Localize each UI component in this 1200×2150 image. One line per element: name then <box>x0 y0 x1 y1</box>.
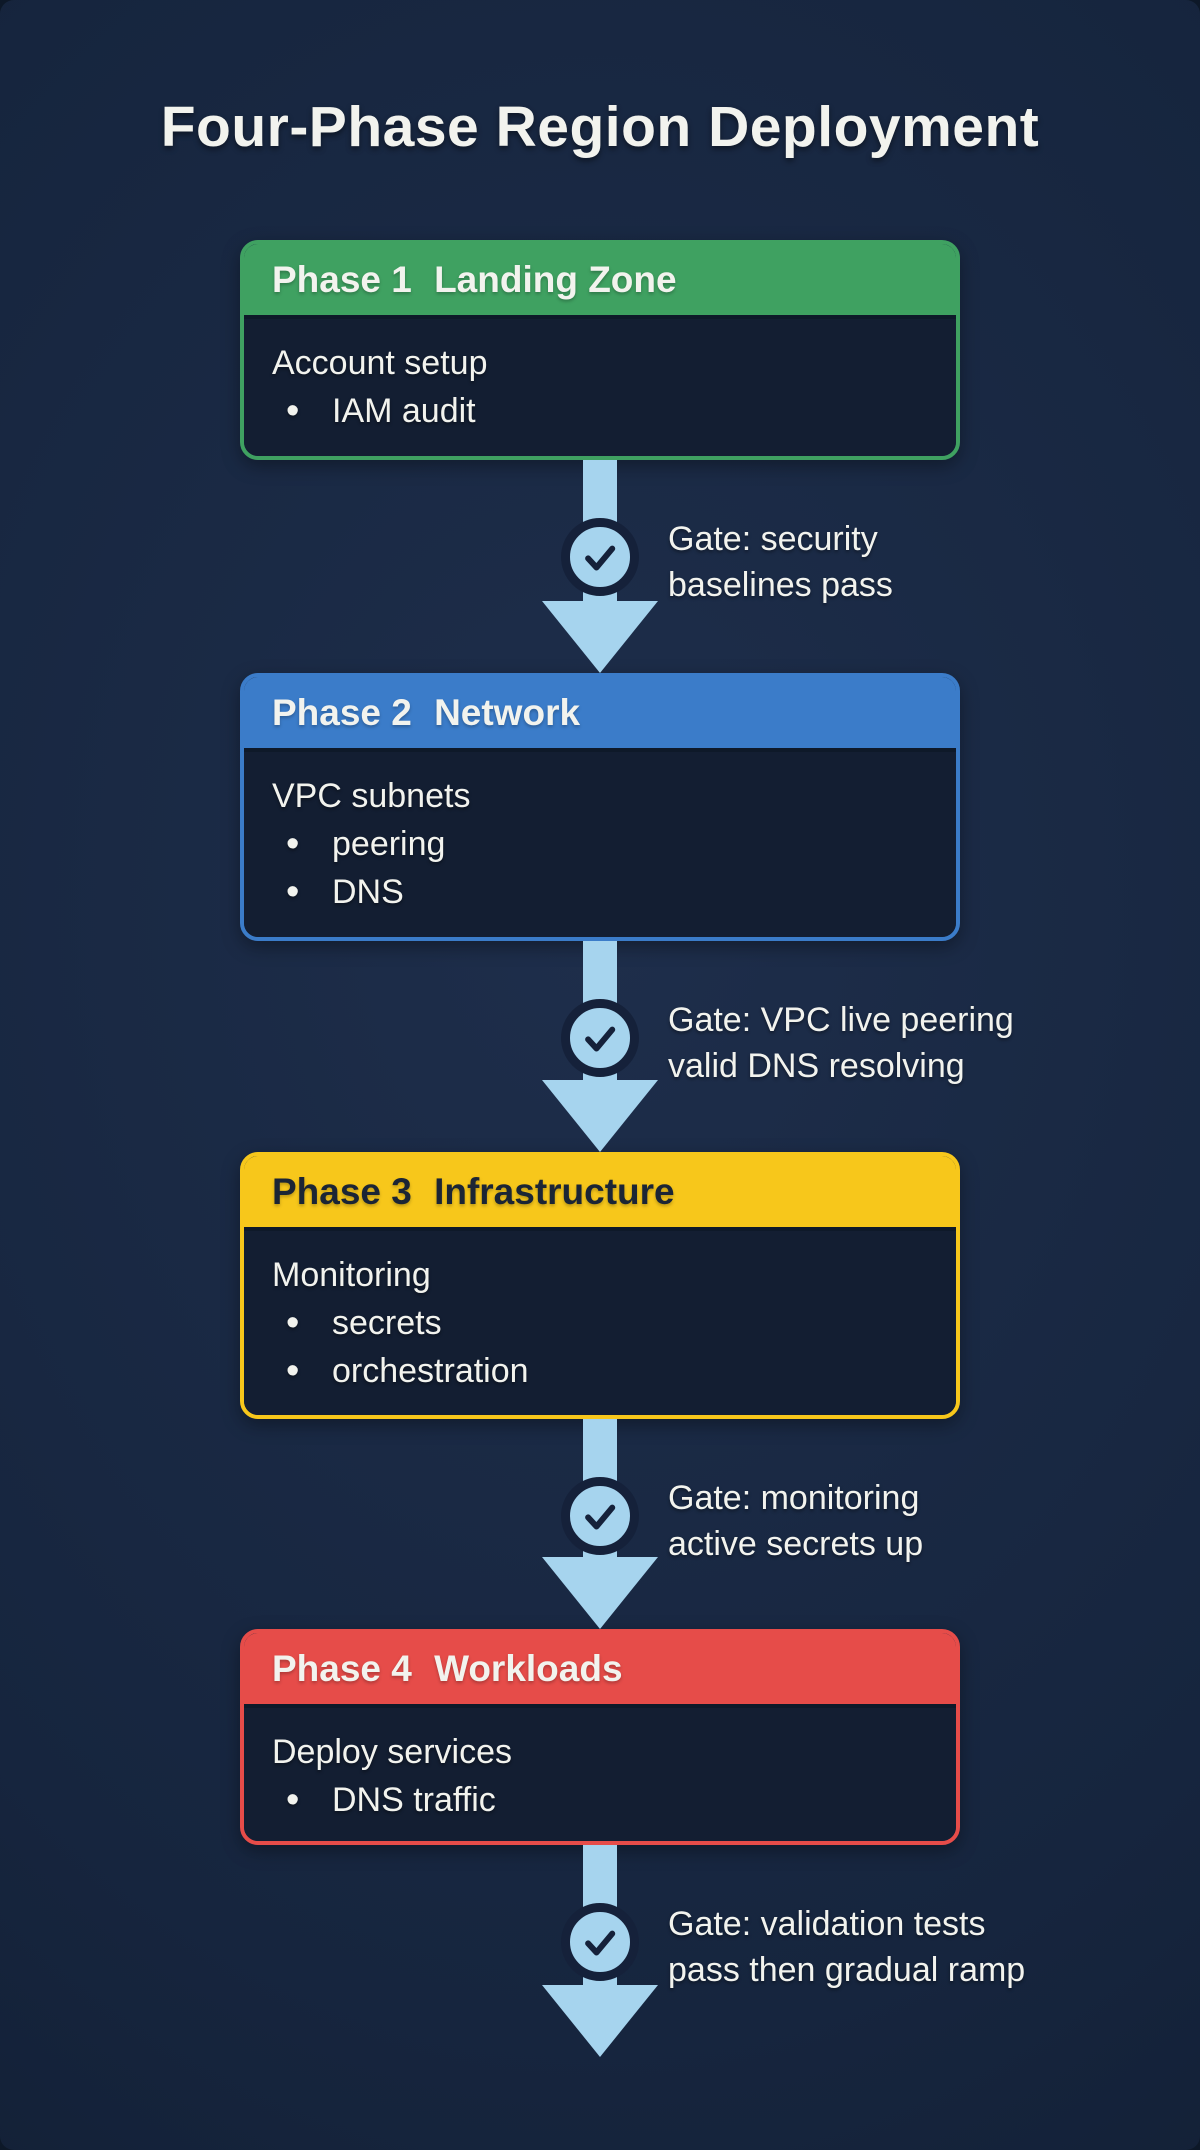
phase-label: Phase 4 <box>272 1647 412 1689</box>
phase-name: Network <box>434 691 581 733</box>
phase-header: Phase 1 Landing Zone <box>244 244 956 315</box>
check-icon <box>561 999 639 1077</box>
phase-summary: VPC subnets <box>272 777 471 815</box>
phase-name: Workloads <box>434 1647 623 1689</box>
phase-bullet-list: peering DNS <box>272 820 928 916</box>
gate-label: Gate: monitoring active secrets up <box>668 1479 924 1563</box>
phase-bullet-list: DNS traffic <box>272 1776 928 1824</box>
phase-label: Phase 2 <box>272 691 412 733</box>
phase-header: Phase 3 Infrastructure <box>244 1156 956 1227</box>
phase-body: Account setup IAM audit <box>244 315 956 456</box>
phase-header: Phase 2 Network <box>244 677 956 748</box>
phase-card-3: Phase 3 Infrastructure Monitoring secret… <box>240 1152 960 1419</box>
down-arrow-head <box>542 1080 658 1152</box>
phase-summary: Account setup <box>272 344 488 382</box>
phase-name: Infrastructure <box>434 1170 675 1212</box>
phase-label: Phase 3 <box>272 1170 412 1212</box>
gate-label: Gate: security baselines pass <box>668 520 893 604</box>
check-icon <box>561 1477 639 1555</box>
phase-body: Monitoring secrets orchestration <box>244 1227 956 1415</box>
phase-label: Phase 1 <box>272 258 412 300</box>
check-icon <box>561 1903 639 1981</box>
phase-name: Landing Zone <box>434 258 677 300</box>
phase-card-2: Phase 2 Network VPC subnets peering DNS <box>240 673 960 941</box>
gate-3: Gate: monitoring active secrets up <box>0 1419 1200 1629</box>
phase-bullet-list: IAM audit <box>272 387 928 435</box>
down-arrow-head <box>542 1557 658 1629</box>
gate-1: Gate: security baselines pass <box>0 460 1200 673</box>
phase-card-4: Phase 4 Workloads Deploy services DNS tr… <box>240 1629 960 1845</box>
phase-bullet-list: secrets orchestration <box>272 1299 928 1395</box>
gate-2: Gate: VPC live peering valid DNS resolvi… <box>0 941 1200 1152</box>
page-title: Four-Phase Region Deployment <box>160 95 1040 159</box>
gate-4: Gate: validation tests pass then gradual… <box>0 1845 1200 2057</box>
gate-label: Gate: VPC live peering valid DNS resolvi… <box>668 1001 1014 1085</box>
bullet-item: DNS traffic <box>286 1776 928 1824</box>
bullet-item: secrets <box>286 1299 928 1347</box>
phase-card-1: Phase 1 Landing Zone Account setup IAM a… <box>240 240 960 460</box>
phase-summary: Monitoring <box>272 1256 431 1294</box>
phase-header: Phase 4 Workloads <box>244 1633 956 1704</box>
phase-summary: Deploy services <box>272 1733 512 1771</box>
check-icon <box>561 518 639 596</box>
down-arrow-head <box>542 1985 658 2057</box>
bullet-item: peering <box>286 820 928 868</box>
phase-body: Deploy services DNS traffic <box>244 1704 956 1841</box>
bullet-item: DNS <box>286 868 928 916</box>
bullet-item: IAM audit <box>286 387 928 435</box>
phase-body: VPC subnets peering DNS <box>244 748 956 937</box>
bullet-item: orchestration <box>286 1347 928 1395</box>
gate-label: Gate: validation tests pass then gradual… <box>668 1905 1026 1989</box>
down-arrow-head <box>542 601 658 673</box>
